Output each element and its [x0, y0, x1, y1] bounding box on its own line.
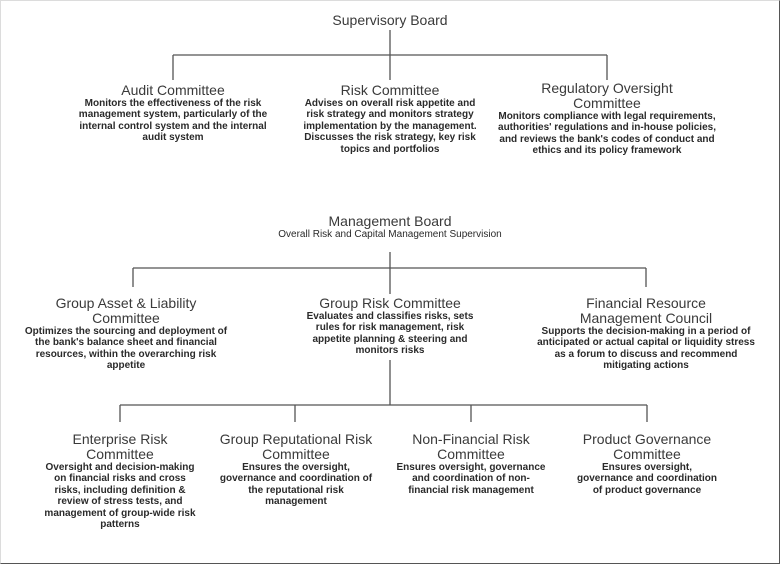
- group-reputational-risk-committee-node: Group Reputational Risk Committee Ensure…: [216, 432, 376, 508]
- committee-description: Ensures the oversight, governance and co…: [219, 462, 373, 508]
- committee-title: Audit Committee: [121, 82, 225, 98]
- group-risk-committee-node: Group Risk Committee Evaluates and class…: [304, 296, 476, 357]
- supervisory-board-node: Supervisory Board: [290, 13, 490, 28]
- management-board-title: Management Board: [328, 213, 452, 229]
- committee-description: Optimizes the sourcing and deployment of…: [24, 326, 228, 372]
- audit-committee-node: Audit Committee Monitors the effectivene…: [74, 83, 272, 144]
- committee-title: Non-Financial Risk Committee: [412, 431, 530, 462]
- regulatory-oversight-committee-node: Regulatory Oversight Committee Monitors …: [498, 81, 716, 157]
- committee-title: Risk Committee: [340, 82, 440, 98]
- committee-description: Advises on overall risk appetite and ris…: [303, 98, 477, 155]
- non-financial-risk-committee-node: Non-Financial Risk Committee Ensures ove…: [393, 432, 549, 496]
- committee-description: Ensures oversight, governance and coordi…: [576, 462, 718, 496]
- enterprise-risk-committee-node: Enterprise Risk Committee Oversight and …: [40, 431, 200, 531]
- management-board-node: Management Board Overall Risk and Capita…: [240, 213, 540, 241]
- committee-description: Supports the decision-making in a period…: [537, 326, 755, 372]
- committee-description: Evaluates and classifies risks, sets rul…: [306, 311, 474, 357]
- committee-title: Group Reputational Risk Committee: [219, 431, 373, 462]
- group-asset-liability-committee-node: Group Asset & Liability Committee Optimi…: [22, 296, 230, 372]
- financial-resource-management-council-node: Financial Resource Management Council Su…: [536, 296, 756, 372]
- committee-title: Group Risk Committee: [319, 295, 461, 311]
- committee-title: Enterprise Risk Committee: [72, 431, 168, 462]
- committee-description: Ensures oversight, governance and coordi…: [396, 462, 546, 496]
- committee-title: Product Governance Committee: [582, 431, 712, 462]
- management-board-subtitle: Overall Risk and Capital Management Supe…: [278, 229, 502, 240]
- committee-title: Financial Resource Management Council: [579, 295, 713, 326]
- committee-title: Group Asset & Liability Committee: [55, 295, 197, 326]
- product-governance-committee-node: Product Governance Committee Ensures ove…: [569, 432, 725, 496]
- committee-title: Regulatory Oversight Committee: [541, 80, 673, 111]
- committee-description: Monitors compliance with legal requireme…: [498, 111, 716, 157]
- committee-description: Monitors the effectiveness of the risk m…: [78, 98, 268, 144]
- committee-description: Oversight and decision-making on financi…: [44, 462, 196, 531]
- risk-committee-node: Risk Committee Advises on overall risk a…: [298, 83, 482, 155]
- supervisory-board-title: Supervisory Board: [332, 12, 448, 28]
